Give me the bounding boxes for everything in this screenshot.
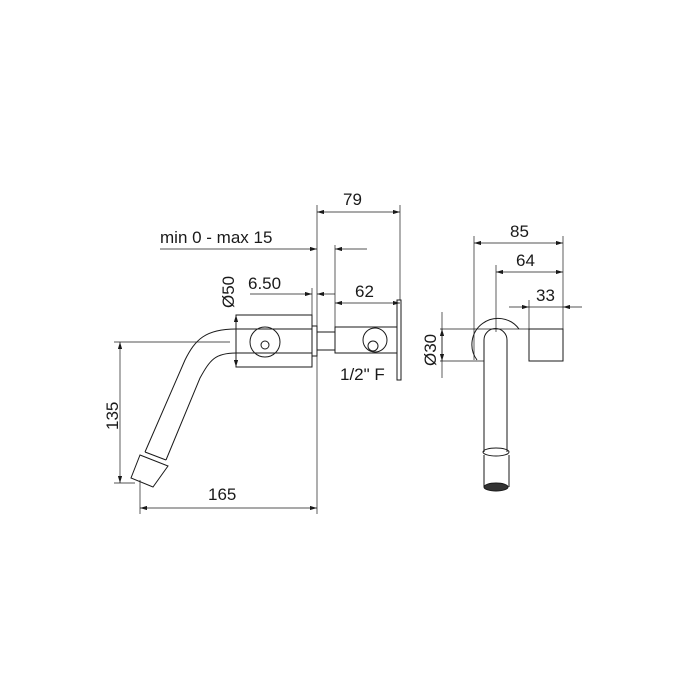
dim-depth-total: 79 (343, 190, 362, 209)
wall-plate (396, 299, 402, 381)
aerator-head (130, 454, 169, 488)
dim-box-depth: 62 (355, 282, 374, 301)
handle (528, 328, 564, 362)
spout-arm (144, 328, 237, 453)
mixer-body (235, 314, 313, 368)
dim-handle-width: 33 (536, 286, 555, 305)
rosette (471, 317, 520, 361)
dim-width-total: 85 (510, 222, 529, 241)
dim-center-offset: 64 (516, 251, 535, 270)
dim-pipe-diameter: Ø30 (421, 334, 440, 366)
concealed-box (334, 326, 398, 354)
spout-pipe (483, 328, 508, 452)
dim-plate-gap: 6.50 (248, 274, 281, 293)
aerator (483, 482, 509, 492)
dim-projection: 165 (208, 485, 236, 504)
side-view: 79 min 0 - max 15 6.50 62 Ø50 1/2" F (103, 190, 402, 514)
connection-label: 1/2" F (340, 365, 385, 384)
control-disc (249, 326, 281, 358)
dim-adjust-range: min 0 - max 15 (160, 228, 272, 247)
dim-height: 135 (103, 402, 122, 430)
dim-body-diameter: Ø50 (219, 276, 238, 308)
front-view: 85 64 33 Ø30 (421, 222, 582, 492)
